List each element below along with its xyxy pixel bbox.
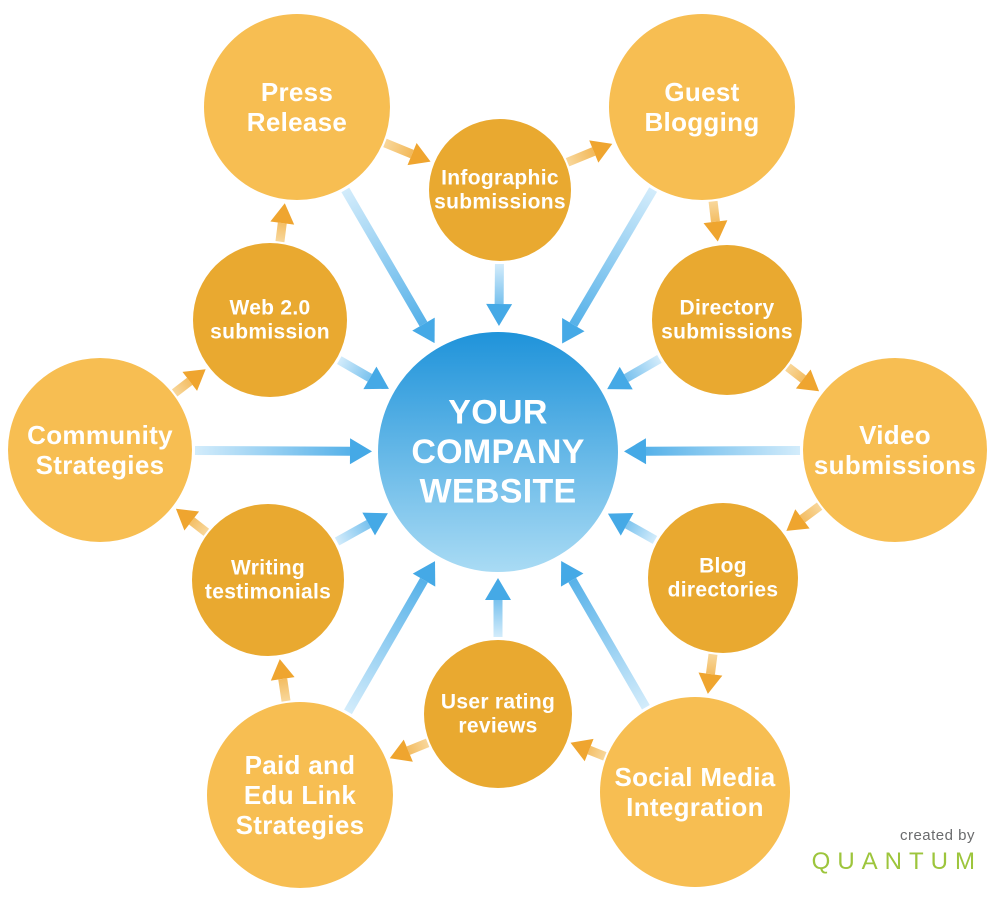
node-label-paid-edu-link-strategies: Edu Link (244, 780, 356, 810)
node-circle-web20-submission (193, 243, 347, 397)
node-circle-press-release (204, 14, 390, 200)
arrow-writing-testimonials-to-community-strategies (175, 508, 210, 536)
created-by-label: created by (899, 827, 975, 845)
node-label-center: COMPANY (411, 433, 584, 471)
node-circle-paid-edu-link-strategies (207, 702, 393, 888)
arrow-guest-blogging-to-directory-submissions (703, 200, 728, 242)
node-label-web20-submission: submission (210, 321, 330, 344)
arrow-community-strategies-to-web20-submission (171, 369, 206, 397)
arrow-infographic-submissions-to-center (486, 263, 513, 327)
node-label-infographic-submissions: submissions (434, 191, 566, 214)
node-label-writing-testimonials: testimonials (205, 581, 331, 604)
arrow-guest-blogging-to-center (562, 187, 658, 344)
footer-credit: created by QUANTUM (812, 827, 975, 877)
node-label-center: WEBSITE (420, 472, 577, 510)
node-label-video-submissions: Video (859, 420, 931, 450)
arrow-infographic-submissions-to-guest-blogging (565, 140, 613, 167)
arrow-directory-submissions-to-video-submissions (785, 363, 820, 392)
node-label-paid-edu-link-strategies: Strategies (236, 810, 365, 840)
node-circle-writing-testimonials (192, 504, 344, 656)
arrow-writing-testimonials-to-center (334, 512, 388, 546)
node-circle-blog-directories (648, 503, 798, 653)
arrow-blog-directories-to-center (607, 512, 658, 544)
node-circle-infographic-submissions (429, 119, 571, 261)
node-circle-video-submissions (803, 358, 987, 542)
node-label-user-rating-reviews: User rating (441, 690, 555, 713)
node-circle-community-strategies (8, 358, 192, 542)
arrow-press-release-to-center (341, 187, 435, 344)
node-label-social-media-integration: Social Media (614, 762, 775, 792)
node-label-blog-directories: Blog (699, 554, 747, 577)
arrow-paid-edu-link-strategies-to-writing-testimonials (270, 659, 295, 702)
node-label-community-strategies: Community (27, 420, 173, 450)
arrow-directory-submissions-to-center (607, 355, 662, 390)
node-label-guest-blogging: Blogging (644, 107, 759, 137)
node-label-writing-testimonials: Writing (231, 556, 305, 579)
arrow-social-media-integration-to-center (560, 561, 650, 710)
arrow-video-submissions-to-blog-directories (786, 502, 823, 531)
arrow-press-release-to-infographic-submissions (383, 138, 431, 166)
node-label-center: YOUR (448, 394, 547, 432)
node-label-press-release: Press (261, 77, 333, 107)
node-label-community-strategies: Strategies (36, 450, 165, 480)
node-circle-social-media-integration (600, 697, 790, 887)
node-label-directory-submissions: Directory (680, 296, 775, 319)
brand-name: QUANTUM (811, 848, 982, 875)
arrow-blog-directories-to-social-media-integration (698, 653, 723, 694)
node-circle-user-rating-reviews (424, 640, 572, 788)
node-label-press-release: Release (247, 107, 347, 137)
node-label-infographic-submissions: Infographic (441, 166, 559, 189)
node-label-user-rating-reviews: reviews (458, 715, 537, 738)
arrow-web20-submission-to-press-release (270, 203, 295, 243)
node-label-guest-blogging: Guest (664, 77, 739, 107)
node-label-blog-directories: directories (668, 579, 779, 602)
arrow-user-rating-reviews-to-paid-edu-link-strategies (389, 738, 430, 762)
arrow-paid-edu-link-strategies-to-center (344, 561, 436, 715)
node-label-directory-submissions: submissions (661, 321, 793, 344)
arrow-community-strategies-to-center (194, 438, 373, 465)
arrow-web20-submission-to-center (336, 356, 389, 390)
node-label-paid-edu-link-strategies: Paid and (245, 750, 356, 780)
node-circle-guest-blogging (609, 14, 795, 200)
node-circle-center (378, 332, 618, 572)
node-label-web20-submission: Web 2.0 (229, 296, 310, 319)
arrow-video-submissions-to-center (623, 438, 801, 465)
node-label-social-media-integration: Integration (626, 792, 764, 822)
node-label-video-submissions: submissions (814, 450, 976, 480)
node-circle-directory-submissions (652, 245, 802, 395)
arrow-social-media-integration-to-user-rating-reviews (570, 738, 607, 762)
arrow-user-rating-reviews-to-center (485, 578, 511, 637)
